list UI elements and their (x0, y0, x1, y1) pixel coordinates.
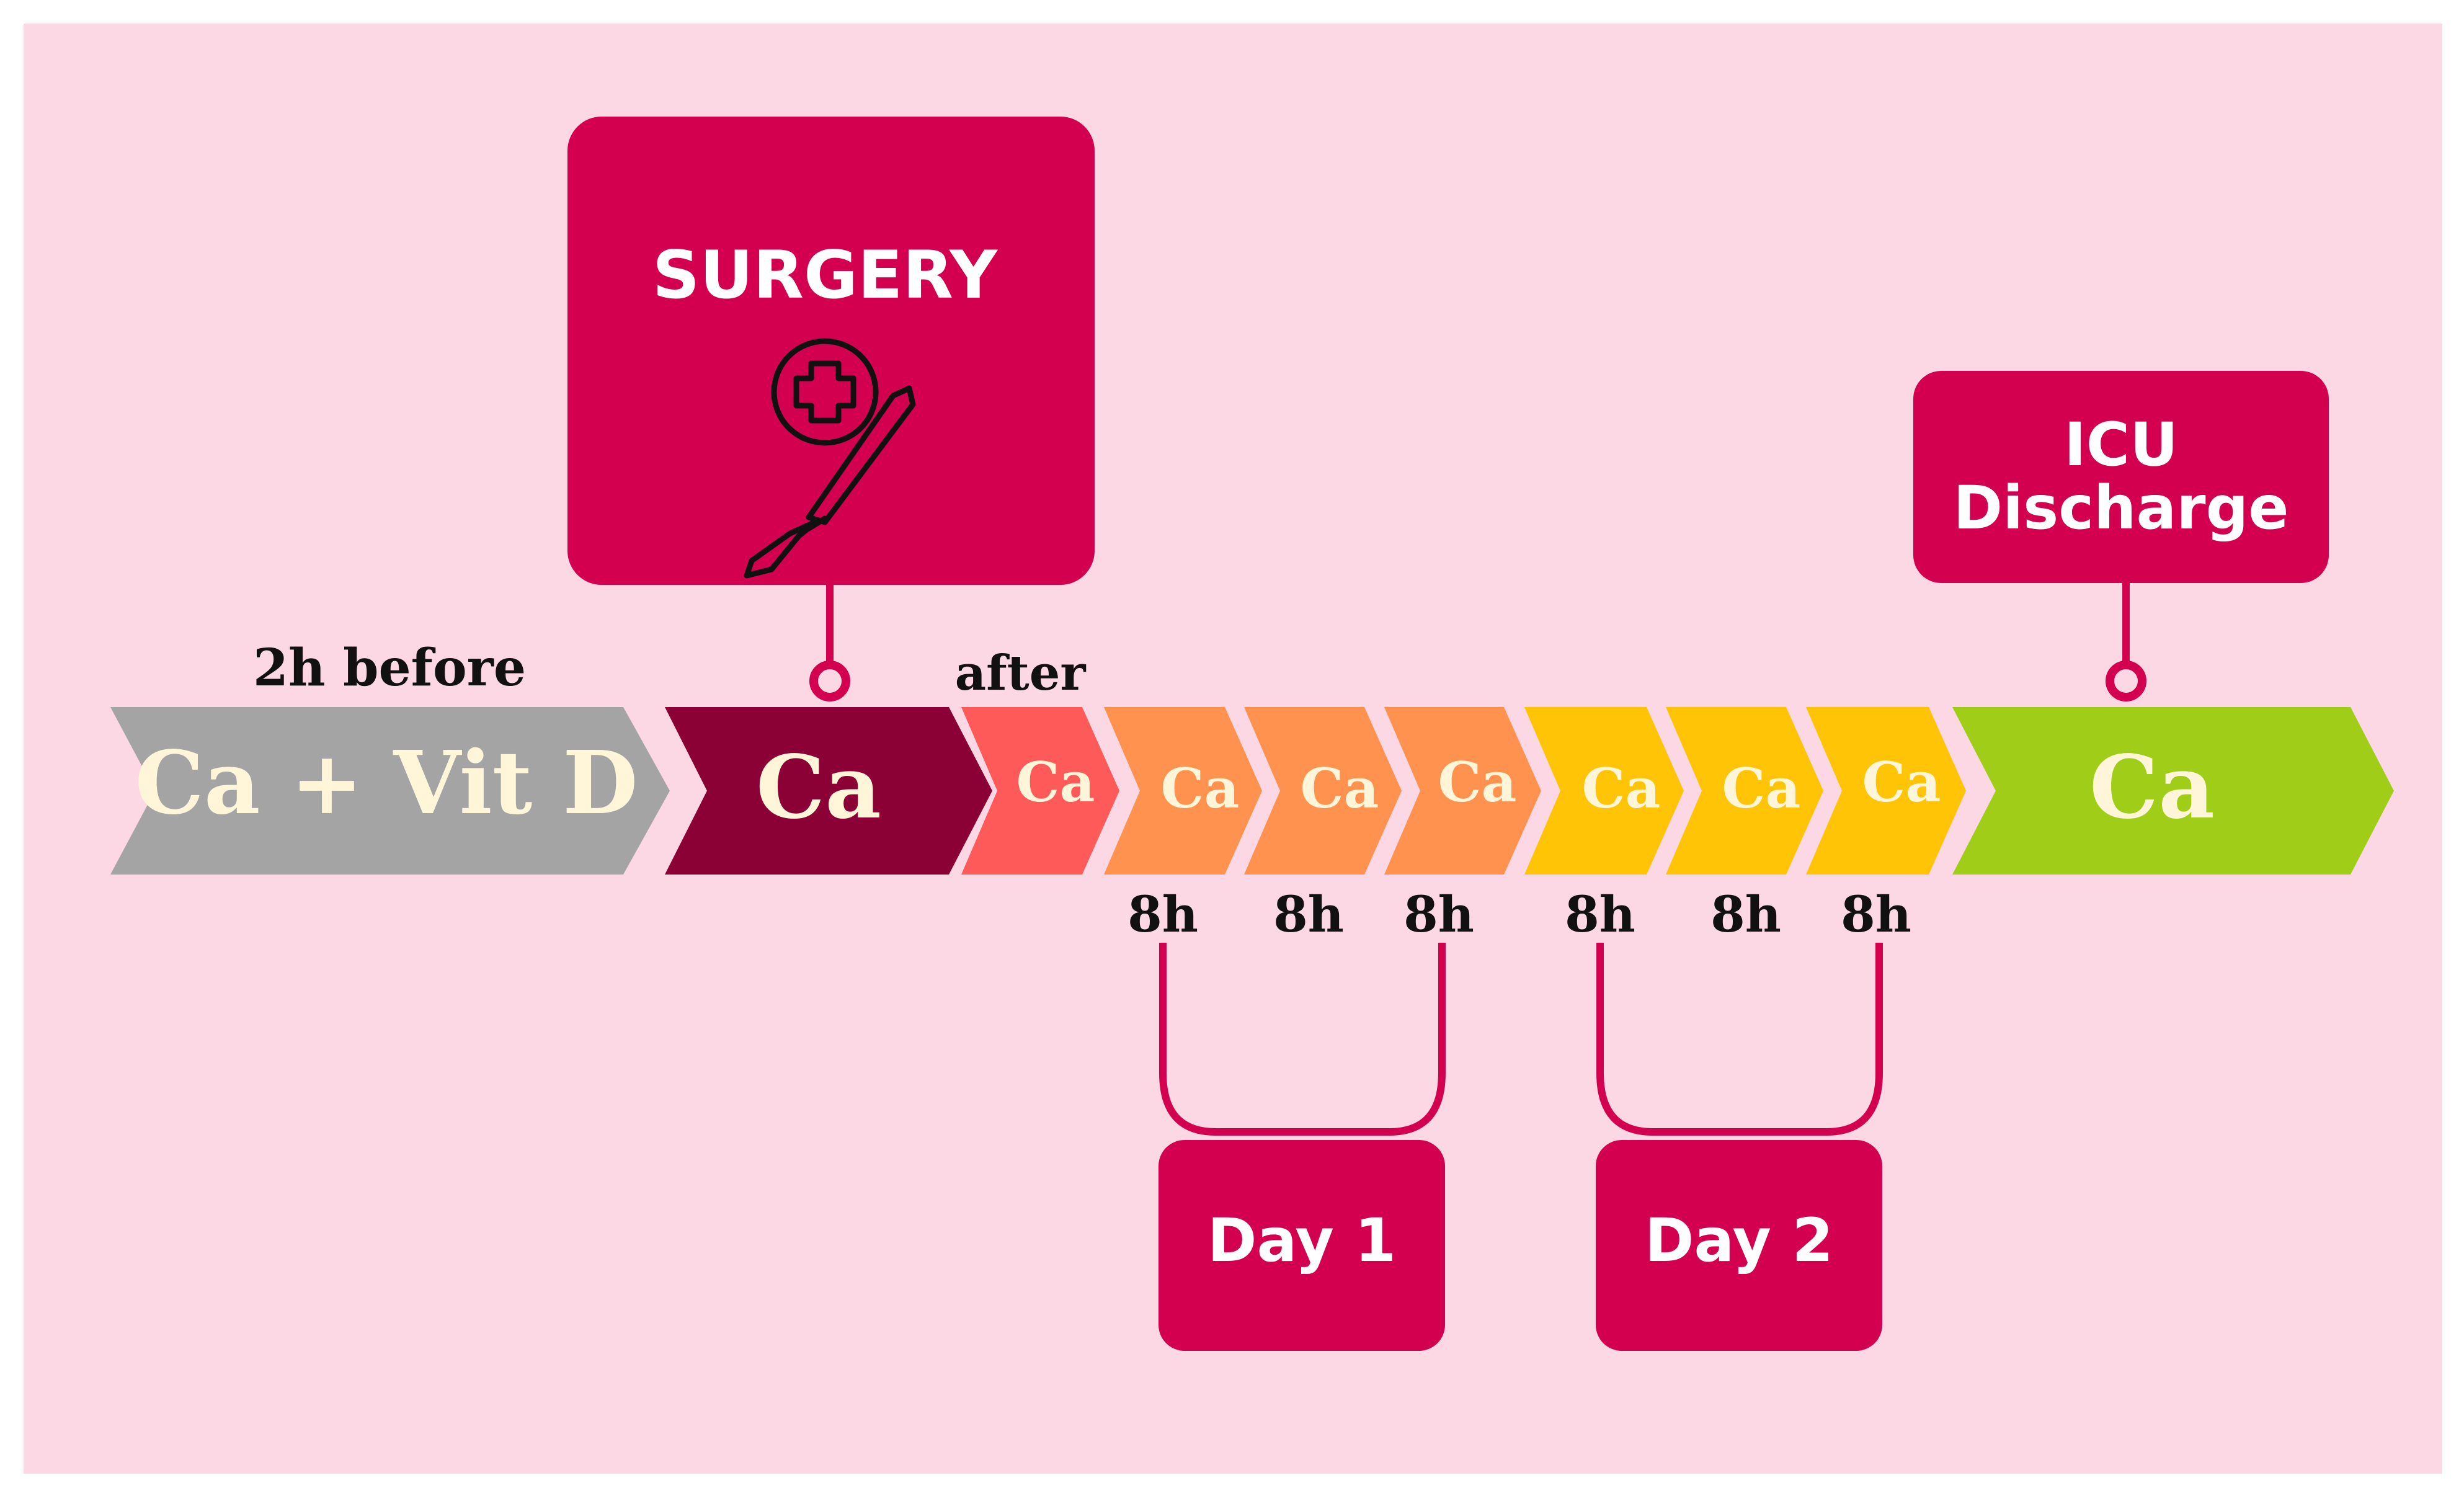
after-label: after (955, 645, 1087, 701)
chevron-shape (665, 707, 992, 875)
interval-label: 8h (1127, 885, 1198, 943)
chevron-label: Ca (1300, 756, 1379, 821)
interval-label: 8h (1403, 885, 1474, 943)
day-2-bracket (1596, 943, 1883, 1136)
icu-discharge-box (1913, 371, 2329, 583)
chevron-shape (961, 707, 1119, 875)
chevron-step-4: Ca (1104, 707, 1262, 875)
chevron-step-5: Ca (1244, 707, 1402, 875)
day-1-label: Day 1 (1208, 1206, 1396, 1275)
chevron-step-9: Ca (1806, 707, 1966, 875)
day-1-bracket (1159, 943, 1446, 1136)
interval-label: 8h (1841, 885, 1911, 943)
interval-label: 8h (1273, 885, 1344, 943)
chevron-step-8: Ca (1666, 707, 1823, 875)
surgery-callout: SURGERY (567, 117, 1095, 701)
icu-label-line2: Discharge (1954, 473, 2289, 543)
surgery-marker (809, 661, 850, 701)
icu-discharge-callout: ICU Discharge (1913, 371, 2329, 701)
surgery-title: SURGERY (652, 237, 998, 313)
interval-labels: 8h 8h 8h 8h 8h 8h (1127, 885, 1911, 943)
icu-label-line1: ICU (2064, 410, 2178, 479)
chevron-label: Ca (1016, 750, 1095, 814)
chevron-label: Ca (1862, 750, 1941, 814)
chevron-shape (1806, 707, 1966, 875)
timeline-row: Ca + Vit D Ca Ca Ca Ca Ca Ca Ca (110, 707, 2394, 875)
before-label: 2h before (253, 638, 526, 698)
chevron-step-2: Ca (665, 707, 992, 875)
chevron-label: Ca (1160, 756, 1239, 821)
chevron-shape (1666, 707, 1823, 875)
chevron-shape (1104, 707, 1262, 875)
chevron-label: Ca (1581, 756, 1660, 821)
chevron-step-3: Ca (961, 707, 1119, 875)
interval-label: 8h (1710, 885, 1781, 943)
chevron-shape (1244, 707, 1402, 875)
chevron-label: Ca (2089, 737, 2215, 839)
icu-marker (2106, 661, 2146, 701)
day-2-group: Day 2 (1596, 943, 1883, 1351)
chevron-shape (1952, 707, 2394, 875)
chevron-step-10: Ca (1952, 707, 2394, 875)
day-1-group: Day 1 (1159, 943, 1446, 1351)
chevron-label: Ca + Vit D (135, 732, 638, 834)
day-2-box (1596, 1140, 1882, 1351)
chevron-label: Ca (1438, 750, 1516, 814)
surgery-scalpel-icon (744, 338, 916, 579)
day-2-label: Day 2 (1645, 1206, 1833, 1275)
chevron-shape (1524, 707, 1684, 875)
chevron-shape (110, 707, 670, 875)
chevron-label: Ca (1722, 756, 1800, 821)
chevron-step-7: Ca (1524, 707, 1684, 875)
chevron-step-1: Ca + Vit D (110, 707, 670, 875)
interval-label: 8h (1565, 885, 1635, 943)
day-1-box (1159, 1140, 1445, 1351)
chevron-label: Ca (756, 737, 881, 839)
chevron-shape (1384, 707, 1541, 875)
chevron-step-6: Ca (1384, 707, 1541, 875)
